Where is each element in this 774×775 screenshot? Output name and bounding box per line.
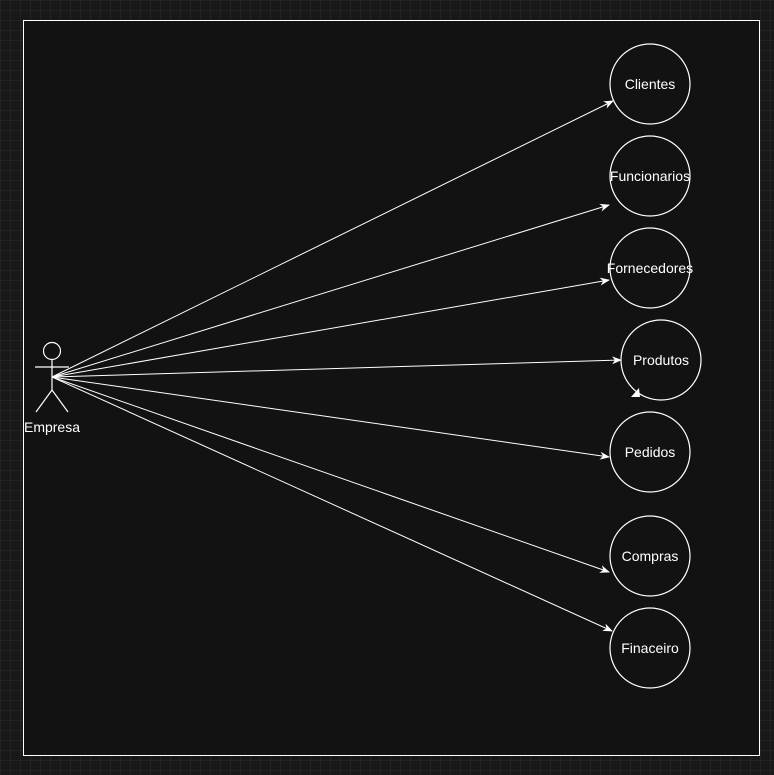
association-compras[interactable] [51, 376, 610, 573]
association-fornecedores[interactable] [51, 277, 610, 378]
use-case-financeiro[interactable]: Finaceiro [609, 607, 691, 689]
association-clientes[interactable] [51, 100, 614, 378]
use-case-tail [631, 388, 640, 397]
use-case-ellipse [609, 43, 691, 125]
use-case-ellipse [609, 227, 691, 309]
use-case-pedidos[interactable]: Pedidos [609, 411, 691, 493]
use-case-ellipse [609, 607, 691, 689]
use-case-clientes[interactable]: Clientes [609, 43, 691, 125]
use-case-label: Funcionarios [610, 168, 690, 184]
use-case-label: Fornecedores [607, 260, 693, 276]
use-case-label: Pedidos [625, 444, 676, 460]
actor-head [42, 341, 62, 361]
association-financeiro[interactable] [51, 376, 613, 632]
use-case-label: Compras [622, 548, 679, 564]
actor-left-leg [35, 389, 53, 413]
association-funcionarios[interactable] [51, 203, 610, 378]
use-case-ellipse [609, 515, 691, 597]
use-case-fornecedores[interactable]: Fornecedores [607, 227, 693, 309]
use-case-label: Clientes [625, 76, 676, 92]
actor-empresa[interactable] [35, 341, 69, 413]
use-case-ellipse [609, 411, 691, 493]
use-case-label: Produtos [633, 352, 689, 368]
use-case-label: Finaceiro [621, 640, 679, 656]
actor-right-leg [51, 389, 69, 413]
use-case-funcionarios[interactable]: Funcionarios [609, 135, 691, 217]
use-case-ellipse [609, 135, 691, 217]
use-case-compras[interactable]: Compras [609, 515, 691, 597]
association-pedidos[interactable] [51, 376, 610, 460]
association-produtos[interactable] [51, 356, 622, 378]
actor-label: Empresa [24, 419, 80, 435]
use-case-produtos[interactable]: Produtos [620, 319, 702, 401]
use-case-ellipse [620, 319, 702, 401]
associations [51, 100, 622, 632]
